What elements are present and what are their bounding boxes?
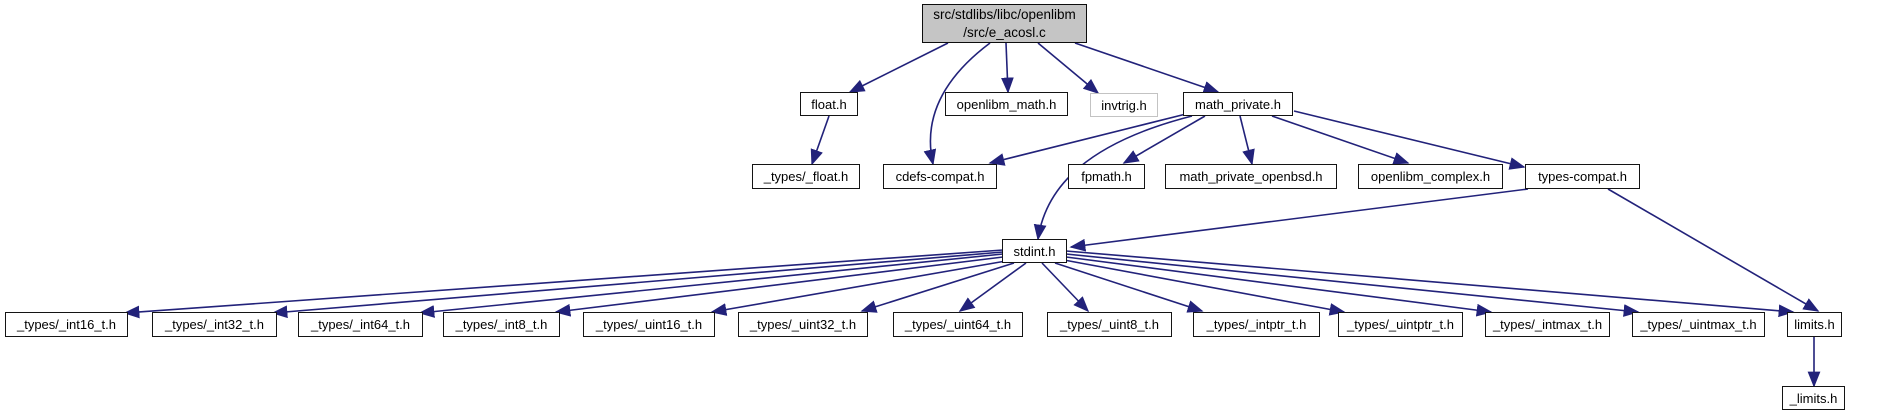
graph-node-openlibm-complex-h[interactable]: openlibm_complex.h [1358,164,1503,189]
dependency-arrow-stdint-h-to--types-uintptr-t-h [1063,259,1346,316]
dependency-arrow-types-compat-h-to-limits-h [1607,188,1820,312]
graph-node-types-float-h[interactable]: _types/_float.h [752,164,860,189]
graph-node-main: src/stdlibs/libc/openlibm /src/e_acosl.c [922,4,1087,43]
dependency-arrow-math-private-h-to-types-compat-h [1293,110,1526,170]
dependency-arrow-stdint-h-to--types-int16-t-h [123,249,1004,319]
dependency-arrow-stdint-h-to--types-int32-t-h [271,251,1004,319]
dependency-arrow-main-to-invtrig-h [1037,42,1100,95]
graph-node-types-int16-t-h[interactable]: _types/_int16_t.h [5,312,128,337]
graph-node-types-intmax-t-h[interactable]: _types/_intmax_t.h [1485,312,1610,337]
dependency-arrow-math-private-h-to-openlibm-complex-h [1271,115,1410,165]
dependency-arrow-math-private-h-to-fpmath-h [1122,115,1206,164]
graph-node-types-intptr-t-h[interactable]: _types/_intptr_t.h [1193,312,1320,337]
graph-node-limits-h[interactable]: _limits.h [1782,386,1845,410]
dependency-arrow-stdint-h-to--types-uintmax-t-h [1065,253,1640,317]
graph-node-fpmath-h[interactable]: fpmath.h [1068,164,1145,189]
dependency-arrow-math-private-h-to-cdefs-compat-h [988,113,1187,166]
graph-node-float-h[interactable]: float.h [800,92,858,116]
dependency-arrow-types-compat-h-to-stdint-h [1069,188,1529,252]
graph-node-types-int8-t-h[interactable]: _types/_int8_t.h [443,312,560,337]
graph-node-types-uintmax-t-h[interactable]: _types/_uintmax_t.h [1632,312,1765,337]
graph-node-openlibm-math-h[interactable]: openlibm_math.h [945,92,1068,116]
graph-node-types-uint8-t-h[interactable]: _types/_uint8_t.h [1047,312,1172,337]
graph-node-types-uint64-t-h[interactable]: _types/_uint64_t.h [893,312,1023,337]
graph-node-types-int32-t-h[interactable]: _types/_int32_t.h [152,312,277,337]
dependency-arrow-stdint-h-to--types-uint8-t-h [1041,262,1090,313]
graph-node-types-int64-t-h[interactable]: _types/_int64_t.h [298,312,423,337]
graph-node-stdint-h[interactable]: stdint.h [1002,239,1067,263]
dependency-arrow-stdint-h-to--types-intptr-t-h [1054,262,1204,313]
dependency-arrow-main-to-math-private-h [1074,42,1220,94]
dependency-arrow-stdint-h-to--types-intmax-t-h [1065,256,1493,317]
dependency-arrow-math-private-h-to-math-private-openbsd-h [1239,115,1255,166]
dependency-arrow-stdint-h-to--types-int64-t-h [418,253,1004,318]
dependency-arrow-stdint-h-to--types-uint64-t-h [958,262,1027,312]
graph-node-types-uint32-t-h[interactable]: _types/_uint32_t.h [738,312,868,337]
graph-node-types-uintptr-t-h[interactable]: _types/_uintptr_t.h [1338,312,1463,337]
dependency-arrow-float-h-to--types-float-h [810,115,830,166]
graph-node-limits-h[interactable]: limits.h [1787,312,1842,337]
graph-node-math-private-h[interactable]: math_private.h [1183,92,1293,116]
dependency-arrow-main-to-float-h [848,42,949,93]
dependency-arrow-main-to-cdefs-compat-h [923,42,991,166]
dependency-arrow-stdint-h-to--types-int8-t-h [554,256,1004,317]
dependency-arrow-stdint-h-to--types-uint32-t-h [860,262,1015,313]
dependency-arrow-main-to-openlibm-math-h [1001,42,1014,94]
graph-node-cdefs-compat-h[interactable]: cdefs-compat.h [883,164,997,189]
graph-node-math-private-openbsd-h[interactable]: math_private_openbsd.h [1165,164,1337,189]
graph-node-types-compat-h[interactable]: types-compat.h [1525,164,1640,189]
graph-node-types-uint16-t-h[interactable]: _types/_uint16_t.h [583,312,715,337]
dependency-arrow-stdint-h-to-limits-h [1065,250,1795,318]
graph-node-invtrig-h: invtrig.h [1090,93,1158,117]
dependency-arrow-stdint-h-to--types-uint16-t-h [710,260,1007,316]
